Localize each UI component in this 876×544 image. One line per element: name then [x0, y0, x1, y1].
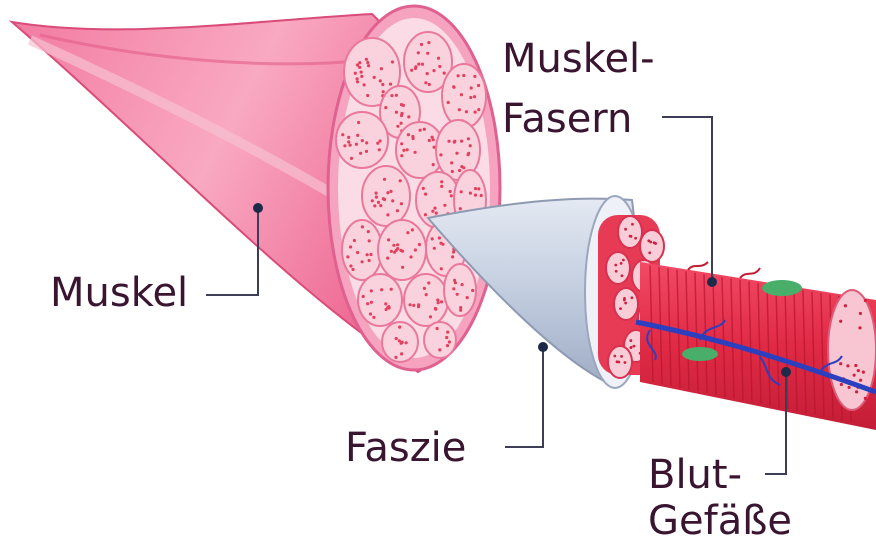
fiber-bundle — [362, 166, 410, 226]
label-faszie: Faszie — [345, 425, 466, 471]
muscle-cross-section — [328, 6, 500, 370]
fiber-bundle — [424, 322, 456, 358]
label-blut-gefaesse-line2: Gefäße — [648, 498, 792, 544]
fascicle-end — [640, 230, 664, 262]
label-muskel-fasern-line2: Fasern — [502, 96, 632, 142]
fiber-bundle — [442, 64, 486, 128]
fascicle-end — [618, 216, 642, 248]
label-muskel-fasern-line1: Muskel- — [502, 36, 655, 82]
nucleus — [762, 280, 802, 296]
fiber-bundle — [404, 274, 448, 326]
fascicle-end — [606, 252, 630, 284]
fiber-bundle — [342, 220, 382, 280]
nucleus — [682, 347, 718, 361]
fiber-bundle — [358, 274, 402, 326]
label-blut-gefaesse-line1: Blut- — [648, 452, 742, 498]
label-muskel: Muskel — [50, 270, 188, 316]
muscle-fiber — [640, 262, 876, 430]
